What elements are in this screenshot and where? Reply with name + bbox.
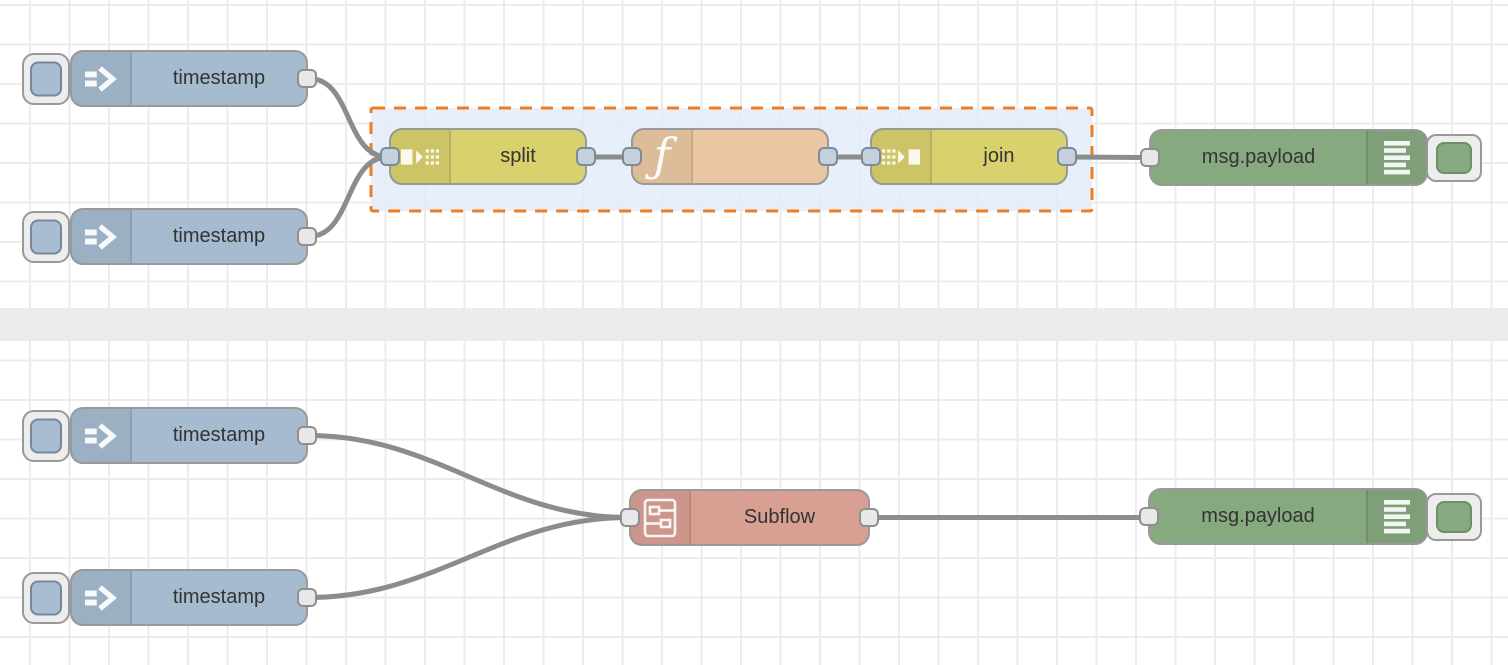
function-node[interactable]: ƒ: [622, 128, 838, 185]
wire-inject4-subflow[interactable]: [306, 515, 631, 600]
subflow-icon: [643, 498, 677, 537]
wire-join-debug[interactable]: [1066, 154, 1151, 160]
arrow-in-icon: [85, 65, 117, 92]
debug-node-top[interactable]: msg.payload: [1140, 129, 1482, 186]
join-node[interactable]: join: [861, 128, 1077, 185]
debug-list-icon: [1384, 499, 1410, 533]
input-port[interactable]: [622, 147, 642, 166]
inject-node-bottom-2[interactable]: timestamp: [22, 569, 317, 626]
inject-button-face: [30, 219, 62, 254]
output-port[interactable]: [859, 508, 879, 527]
inject-button-face: [30, 61, 62, 96]
output-port[interactable]: [297, 588, 317, 607]
debug-toggle-button[interactable]: [1426, 133, 1482, 182]
split-icon-box: [391, 130, 451, 183]
output-port[interactable]: [1057, 147, 1077, 166]
wire-inject1-split[interactable]: [306, 76, 391, 160]
inject-icon-box: [72, 409, 132, 462]
output-port[interactable]: [576, 147, 596, 166]
inject-icon-box: [72, 571, 132, 624]
debug-toggle-face: [1436, 141, 1472, 174]
output-port[interactable]: [818, 147, 838, 166]
debug-node-bottom[interactable]: msg.payload: [1139, 488, 1482, 545]
debug-list-icon: [1384, 140, 1410, 174]
input-port[interactable]: [620, 508, 640, 527]
split-node[interactable]: split: [380, 128, 596, 185]
inject-node-top-1[interactable]: timestamp: [22, 50, 317, 107]
subflow-node[interactable]: Subflow: [620, 489, 879, 546]
node-label: timestamp: [172, 225, 266, 247]
function-f-icon: ƒ: [653, 127, 671, 182]
debug-toggle-face: [1436, 500, 1472, 533]
node-label: msg.payload: [1201, 146, 1316, 168]
subflow-icon-box: [631, 491, 691, 544]
wire-inject2-split[interactable]: [306, 154, 391, 239]
inject-button-face: [30, 580, 62, 615]
join-icon-box: [872, 130, 932, 183]
output-port[interactable]: [297, 69, 317, 88]
debug-icon-box: [1366, 131, 1426, 184]
node-label: [693, 130, 827, 183]
inject-icon-box: [72, 52, 132, 105]
node-label: msg.payload: [1201, 505, 1315, 527]
output-port[interactable]: [297, 227, 317, 246]
join-icon: [882, 148, 920, 165]
input-port[interactable]: [861, 147, 881, 166]
node-label: split: [500, 145, 536, 167]
inject-node-top-2[interactable]: timestamp: [22, 208, 317, 265]
wire-inject3-subflow[interactable]: [306, 433, 631, 520]
inject-node-bottom-1[interactable]: timestamp: [22, 407, 317, 464]
inject-button[interactable]: [22, 52, 70, 105]
node-label: timestamp: [172, 586, 266, 608]
input-port[interactable]: [1140, 148, 1160, 167]
node-label: Subflow: [743, 506, 816, 528]
node-label: join: [983, 145, 1015, 167]
function-icon-box: ƒ: [633, 130, 693, 183]
arrow-in-icon: [85, 223, 117, 250]
selection-group-border[interactable]: [369, 106, 1094, 213]
debug-icon-box: [1366, 490, 1426, 543]
inject-icon-box: [72, 210, 132, 263]
input-port[interactable]: [1139, 507, 1159, 526]
arrow-in-icon: [85, 422, 117, 449]
node-label: timestamp: [172, 67, 266, 89]
inject-button[interactable]: [22, 571, 70, 624]
inject-button[interactable]: [22, 409, 70, 462]
input-port[interactable]: [380, 147, 400, 166]
node-label: timestamp: [172, 424, 266, 446]
inject-button-face: [30, 418, 62, 453]
arrow-in-icon: [85, 584, 117, 611]
output-port[interactable]: [297, 426, 317, 445]
inject-button[interactable]: [22, 210, 70, 263]
section-divider: [0, 308, 1508, 341]
split-icon: [401, 148, 439, 165]
debug-toggle-button[interactable]: [1426, 492, 1482, 541]
